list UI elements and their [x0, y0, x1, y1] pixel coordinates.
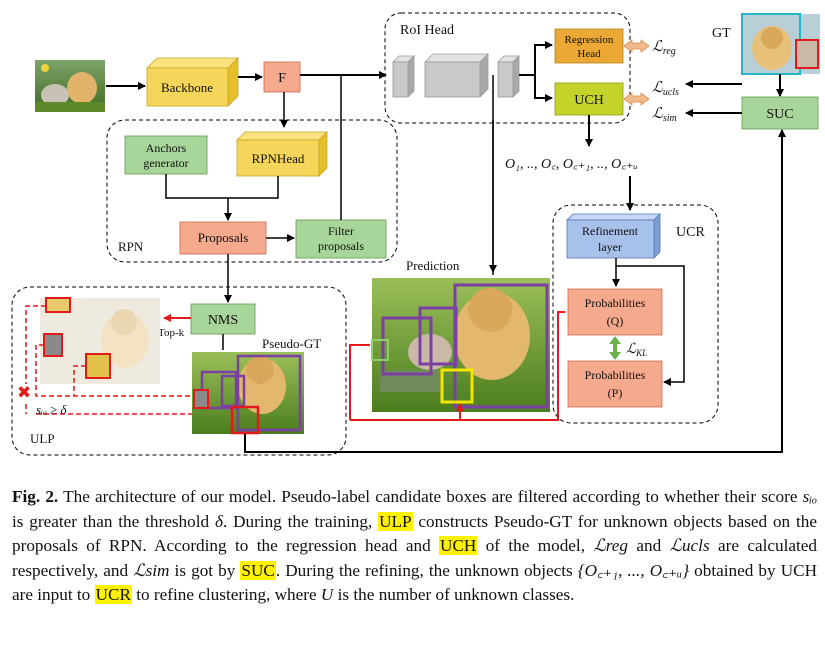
- backbone-label: Backbone: [161, 80, 213, 95]
- caption-text-1: The architecture of our model. Pseudo-la…: [58, 487, 803, 506]
- uch-label: UCH: [574, 93, 604, 108]
- input-image: [35, 60, 105, 112]
- ucr-label: UCR: [676, 225, 705, 240]
- probabilities-q-box: [567, 288, 663, 336]
- ucr-region: [552, 204, 719, 424]
- roi-head-layers: [392, 53, 520, 98]
- regression-head-box: [554, 28, 624, 64]
- suc-box: [741, 96, 819, 130]
- gt-image: [741, 13, 820, 75]
- kl-double-arrow: [609, 336, 621, 360]
- loss-link-arrows: [623, 39, 650, 106]
- caption-text-11: to refine clustering, where: [131, 585, 321, 605]
- caption-lsim-symbol: ℒsim: [133, 560, 170, 580]
- filter-label-1: Filter: [328, 224, 354, 238]
- refinement-layer-block: Refinement layer: [566, 213, 661, 259]
- gt-label: GT: [712, 26, 731, 41]
- figure-number: Fig. 2.: [12, 487, 59, 506]
- caption-text-3: . During the training,: [222, 511, 379, 531]
- l-sim-label: ℒsim: [652, 106, 677, 124]
- l-ucls-label: ℒucls: [652, 80, 679, 98]
- roi-head-region: [384, 12, 631, 124]
- caption-text-4: constructs Pseudo-GT for unknown objects…: [12, 511, 817, 556]
- caption-text-9: . During the refining, the unknown objec…: [275, 560, 578, 580]
- prob-p-label-1: Probabilities: [585, 368, 646, 382]
- architecture-diagram: Backbone F RoI Head Regression Head UCH …: [11, 12, 820, 456]
- backbone-block: Backbone: [146, 57, 239, 107]
- regression-head-label-1: Regression: [565, 34, 614, 46]
- roi-head-label: RoI Head: [400, 23, 454, 38]
- l-kl-label: ℒKL: [626, 342, 647, 358]
- prediction-label: Prediction: [406, 258, 460, 273]
- proposals-label: Proposals: [198, 230, 249, 245]
- suc-label: SUC: [766, 107, 793, 122]
- ulp-region: [11, 286, 347, 456]
- nms-label: NMS: [208, 313, 238, 328]
- caption-text-6: and: [628, 536, 670, 556]
- pseudo-gt-label: Pseudo-GT: [262, 336, 321, 351]
- refinement-label-2: layer: [598, 240, 622, 254]
- l-reg-label: ℒreg: [652, 39, 676, 57]
- filter-label-2: proposals: [318, 239, 364, 253]
- filter-proposals-box: [295, 219, 387, 259]
- prob-q-label-2: (Q): [607, 314, 624, 328]
- caption-text-8: is got by: [169, 560, 241, 580]
- feature-map-f: [263, 61, 301, 93]
- figure-caption: Fig. 2. The architecture of our model. P…: [12, 485, 817, 608]
- uch-box: [554, 82, 624, 116]
- rpn-label: RPN: [118, 239, 144, 254]
- reject-x-icon: ✖: [17, 383, 31, 403]
- rpn-region: [106, 119, 398, 263]
- anchors-label-2: generator: [143, 156, 188, 170]
- caption-text-5: of the model,: [477, 536, 594, 556]
- pseudo-gt-image: [192, 352, 304, 435]
- anchors-generator-box: [124, 135, 208, 175]
- objects-label: O₁, .., O꜀, O꜀₊₁, .., O꜀₊ᵤ: [505, 157, 638, 172]
- rpnhead-block: RPNHead: [236, 131, 328, 177]
- caption-ulp-highlight: ULP: [378, 511, 413, 531]
- caption-ucr-highlight: UCR: [94, 585, 132, 605]
- caption-text-12: is the number of unknown classes.: [333, 585, 575, 605]
- rpnhead-label: RPNHead: [252, 151, 305, 166]
- caption-suc-highlight: SUC: [240, 560, 276, 580]
- caption-lreg-symbol: ℒreg: [593, 536, 629, 556]
- caption-score-symbol: sᵢₒ: [802, 487, 817, 506]
- prediction-image: [371, 278, 550, 412]
- topk-label: Top-k: [158, 327, 185, 339]
- candidate-image: [40, 297, 160, 384]
- refinement-label-1: Refinement: [582, 224, 639, 238]
- prob-p-label-2: (P): [608, 386, 623, 400]
- regression-head-label-2: Head: [577, 48, 601, 60]
- prob-q-label-1: Probabilities: [585, 296, 646, 310]
- caption-lucls-symbol: ℒucls: [669, 536, 710, 556]
- caption-uch-highlight: UCH: [439, 536, 478, 556]
- caption-object-set: {O꜀₊₁, ..., O꜀₊ᵤ}: [577, 560, 690, 580]
- caption-text-7: are calculated respectively, and: [12, 536, 817, 580]
- threshold-label: sᵢₒ ≥ δ: [36, 402, 67, 417]
- ulp-label: ULP: [30, 431, 55, 446]
- anchors-label-1: Anchors: [146, 141, 187, 155]
- caption-text-2: is greater than the threshold: [12, 511, 215, 531]
- caption-u-symbol: U: [320, 585, 334, 605]
- f-label: F: [278, 71, 286, 86]
- probabilities-p-box: [567, 360, 663, 408]
- caption-delta-symbol: δ: [214, 511, 223, 531]
- caption-text-10: obtained by UCH are input to: [12, 560, 817, 605]
